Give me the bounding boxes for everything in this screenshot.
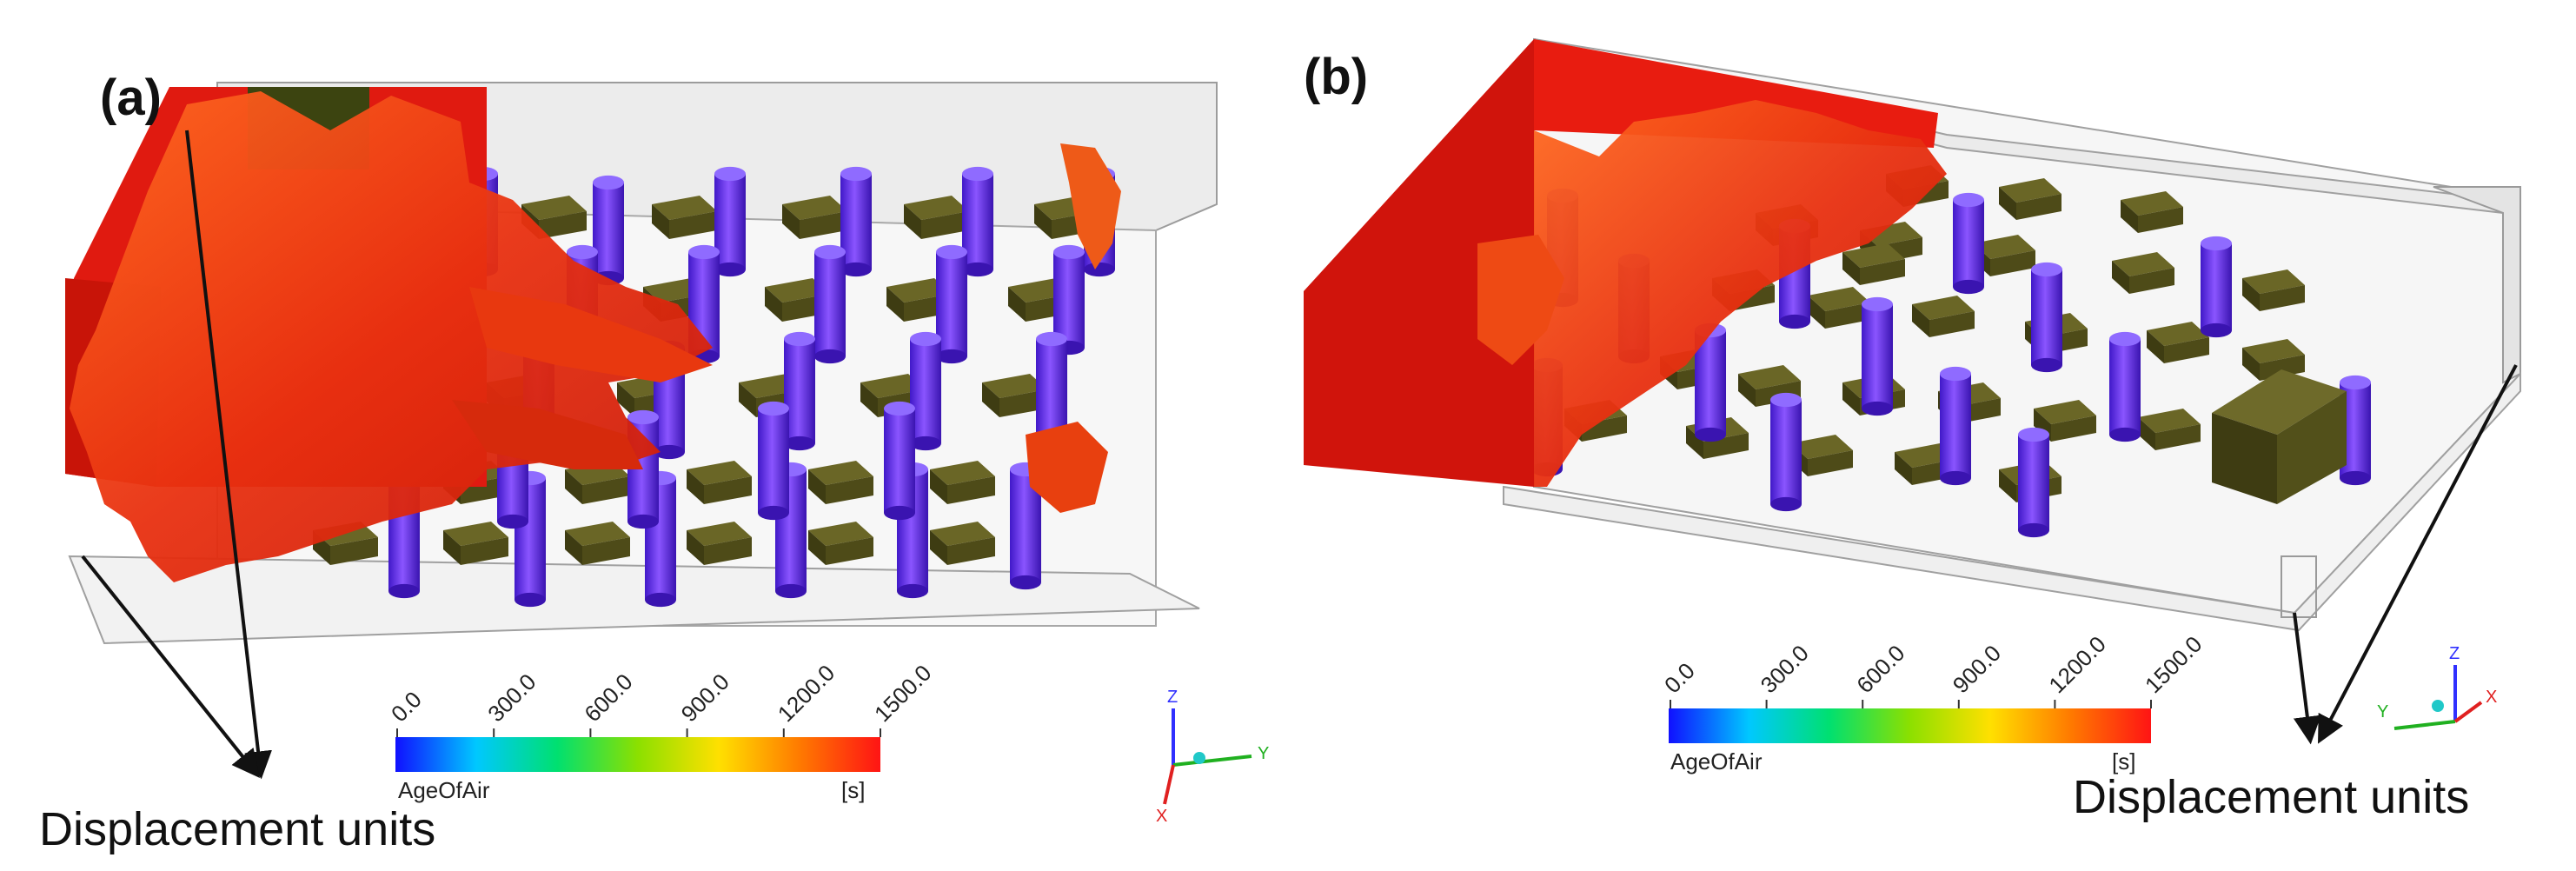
colorbar-tick-label: 0.0 — [1659, 657, 1700, 698]
box-object — [2242, 269, 2305, 311]
box-object — [904, 196, 969, 239]
plume-b — [1304, 39, 1947, 487]
cylinder-object — [1940, 366, 1971, 486]
colorbar-tick-label: 600.0 — [1851, 640, 1909, 698]
box-object — [687, 522, 752, 565]
axis-b-y: Y — [2377, 702, 2388, 721]
axis-b-x: X — [2486, 688, 2497, 707]
box-object — [565, 522, 630, 565]
box-object — [1912, 296, 1975, 337]
axis-a-z: Z — [1167, 688, 1178, 707]
box-object — [2147, 322, 2209, 363]
colorbar-tick-label: 0.0 — [386, 686, 427, 727]
box-object — [1842, 243, 1905, 285]
colorbar-tick-label: 1200.0 — [773, 660, 840, 727]
cylinder-object — [2201, 236, 2232, 338]
box-object — [930, 522, 995, 565]
box-object — [2034, 400, 2096, 442]
cylinder-object — [758, 401, 789, 521]
box-object — [1973, 235, 2035, 276]
box-object — [808, 461, 873, 504]
axis-triad-a: Z Y X — [1156, 688, 1269, 826]
box-object — [808, 522, 873, 565]
box-object — [2112, 252, 2174, 294]
axis-b-z: Z — [2449, 644, 2460, 663]
cylinder-object — [2109, 331, 2141, 442]
cylinder-object — [1053, 244, 1085, 356]
box-object — [687, 461, 752, 504]
box-object — [652, 196, 717, 239]
box-object — [982, 374, 1047, 417]
colorbar-tick-label: 900.0 — [1948, 640, 2006, 698]
panel-b-label: (b) — [1304, 49, 1368, 105]
panel-a-callout: Displacement units — [39, 803, 435, 855]
cylinder-object — [884, 401, 915, 521]
cylinder-object — [936, 244, 967, 364]
colorbar-b-gradient — [1669, 708, 2151, 743]
panel-b: (b) Displacement units 0.0 300.0 600.0 900.… — [1304, 37, 2522, 823]
colorbar-tick-label: 300.0 — [482, 668, 541, 727]
panel-a-label: (a) — [100, 70, 162, 126]
box-object — [2121, 191, 2183, 233]
box-object — [2138, 409, 2201, 450]
colorbar-a-variable: AgeOfAir — [398, 777, 490, 803]
axis-a-y: Y — [1258, 744, 1269, 763]
colorbar-tick-label: 1500.0 — [2140, 631, 2207, 698]
cylinder-object — [1862, 296, 1893, 416]
axis-triad-b: Z Y X — [2377, 644, 2497, 730]
colorbar-b-unit: [s] — [2112, 748, 2135, 775]
cylinder-object — [1770, 392, 1802, 512]
colorbar-tick-label: 900.0 — [676, 668, 734, 727]
colorbar-tick-label: 600.0 — [579, 668, 637, 727]
colorbar-a-unit: [s] — [841, 777, 865, 803]
box-object — [930, 461, 995, 504]
callout-arrows-a — [81, 130, 272, 780]
box-object — [1999, 178, 2061, 220]
box-object — [443, 522, 508, 565]
plume-a — [65, 87, 1121, 582]
panel-a: (a) Displacement units 0.0 300.0 600.0 900.… — [39, 70, 1269, 855]
large-cabinet — [2212, 369, 2347, 504]
colorbar-tick-label: 1200.0 — [2043, 631, 2110, 698]
colorbar-tick-label: 1500.0 — [869, 660, 936, 727]
box-object — [1808, 287, 1870, 329]
cylinder-object — [2018, 427, 2049, 538]
cylinder-object — [1953, 192, 1984, 295]
panel-b-callout: Displacement units — [2073, 771, 2469, 823]
colorbar-b-variable: AgeOfAir — [1670, 748, 1763, 775]
cylinder-object — [2031, 262, 2062, 373]
cylinder-object — [814, 244, 846, 364]
box-object — [782, 196, 847, 239]
cylinder-object — [784, 331, 815, 451]
colorbar-tick-label: 300.0 — [1756, 640, 1814, 698]
axis-a-x: X — [1156, 807, 1167, 826]
callout-arrows-b — [2293, 364, 2518, 745]
colorbar-a-gradient — [395, 737, 880, 772]
